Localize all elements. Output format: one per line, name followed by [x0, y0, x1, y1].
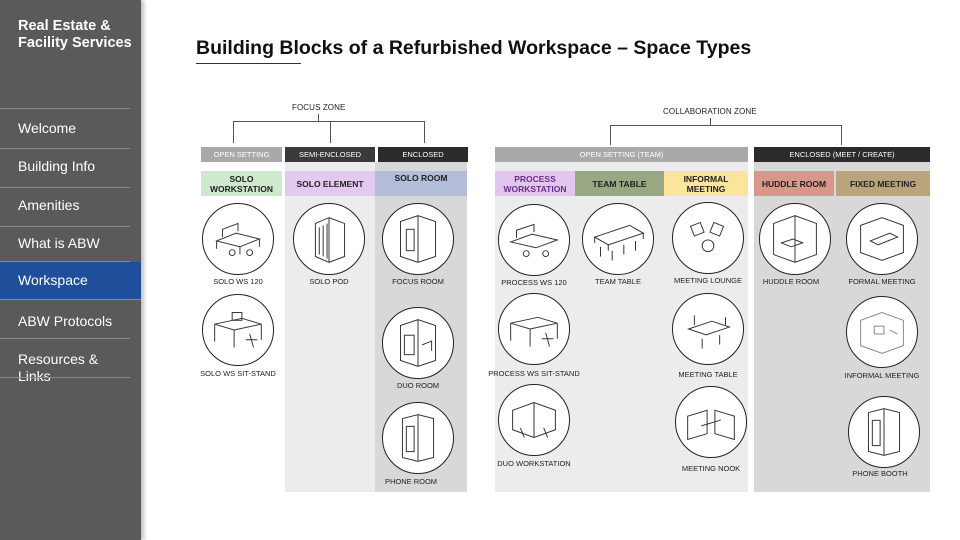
nav-item-abw-protocols[interactable]: ABW Protocols	[0, 300, 130, 339]
tree-line	[233, 121, 425, 122]
informal-meeting-illustration	[846, 296, 918, 368]
meeting-nook-caption: MEETING NOOK	[681, 464, 741, 473]
title-underline	[196, 63, 301, 64]
nav-item-welcome[interactable]: Welcome	[0, 109, 130, 149]
solo-pod-caption: SOLO POD	[309, 277, 349, 286]
solo-ws-120-illustration	[202, 203, 274, 275]
tree-line	[710, 118, 711, 126]
type-solo-workstation: SOLO WORKSTATION	[201, 171, 282, 196]
phone-booth-caption: PHONE BOOTH	[852, 469, 908, 478]
type-process-workstation: PROCESS WORKSTATION	[495, 171, 575, 196]
meeting-lounge-caption: MEETING LOUNGE	[674, 276, 742, 285]
category-semi-enclosed: SEMI-ENCLOSED	[285, 147, 375, 162]
phone-booth-illustration	[848, 396, 920, 468]
duo-workstation-caption: DUO WORKSTATION	[497, 459, 571, 468]
focus-room-illustration	[382, 203, 454, 275]
nav-item-workspace[interactable]: Workspace	[0, 262, 141, 300]
nav-divider	[0, 108, 130, 109]
team-table-illustration	[582, 203, 654, 275]
nav-item-what-is-abw[interactable]: What is ABW	[0, 227, 130, 262]
phone-room-caption: PHONE ROOM	[384, 477, 438, 486]
tree-line	[330, 121, 331, 143]
process-ws-120-caption: PROCESS WS 120	[501, 278, 567, 287]
nav-item-amenities[interactable]: Amenities	[0, 188, 130, 227]
duo-room-caption: DUO ROOM	[396, 381, 440, 390]
solo-ws-sit-stand-caption: SOLO WS SIT-STAND	[200, 369, 276, 378]
focus-room-caption: FOCUS ROOM	[392, 277, 444, 286]
type-team-table: TEAM TABLE	[575, 171, 664, 196]
type-solo-room: SOLO ROOM	[375, 171, 467, 196]
tree-line	[424, 121, 425, 143]
huddle-room-illustration	[759, 203, 831, 275]
category-open-setting: OPEN SETTING	[201, 147, 282, 162]
collab-zone-label: COLLABORATION ZONE	[663, 107, 757, 116]
nav-item-building-info[interactable]: Building Info	[0, 149, 130, 188]
tree-line	[841, 125, 842, 145]
brand-title: Real Estate & Facility Services	[18, 18, 132, 51]
category-open-setting-team: OPEN SETTING (TEAM)	[495, 147, 748, 162]
page-title: Building Blocks of a Refurbished Workspa…	[196, 37, 752, 59]
solo-ws-120-caption: SOLO WS 120	[213, 277, 263, 286]
duo-workstation-illustration	[498, 384, 570, 456]
process-ws-sit-stand-caption: PROCESS WS SIT-STAND	[488, 369, 580, 378]
solo-pod-illustration	[293, 203, 365, 275]
type-informal-meeting: INFORMAL MEETING	[664, 171, 748, 196]
huddle-room-caption: HUDDLE ROOM	[762, 277, 820, 286]
duo-room-illustration	[382, 307, 454, 379]
type-huddle-room: HUDDLE ROOM	[754, 171, 834, 196]
tree-line	[318, 114, 319, 122]
tree-line	[610, 125, 611, 145]
type-fixed-meeting: FIXED MEETING	[836, 171, 930, 196]
formal-meeting-illustration	[846, 203, 918, 275]
meeting-table-illustration	[672, 293, 744, 365]
team-table-caption: TEAM TABLE	[595, 277, 641, 286]
phone-room-illustration	[382, 402, 454, 474]
solo-ws-sit-stand-illustration	[202, 294, 274, 366]
category-enclosed: ENCLOSED	[378, 147, 468, 162]
type-solo-element: SOLO ELEMENT	[285, 171, 375, 196]
informal-meeting-caption: INFORMAL MEETING	[844, 371, 920, 380]
meeting-nook-illustration	[675, 386, 747, 458]
nav-item-resources-links[interactable]: Resources & Links	[0, 339, 130, 384]
category-enclosed-meet: ENCLOSED (MEET / CREATE)	[754, 147, 930, 162]
process-ws-120-illustration	[498, 204, 570, 276]
formal-meeting-caption: FORMAL MEETING	[848, 277, 916, 286]
focus-zone-label: FOCUS ZONE	[292, 103, 346, 112]
sidebar: Real Estate & Facility Services Welcome …	[0, 0, 141, 540]
meeting-table-caption: MEETING TABLE	[678, 370, 738, 379]
meeting-lounge-illustration	[672, 202, 744, 274]
tree-line	[610, 125, 842, 126]
process-ws-sit-stand-illustration	[498, 293, 570, 365]
tree-line	[233, 121, 234, 143]
